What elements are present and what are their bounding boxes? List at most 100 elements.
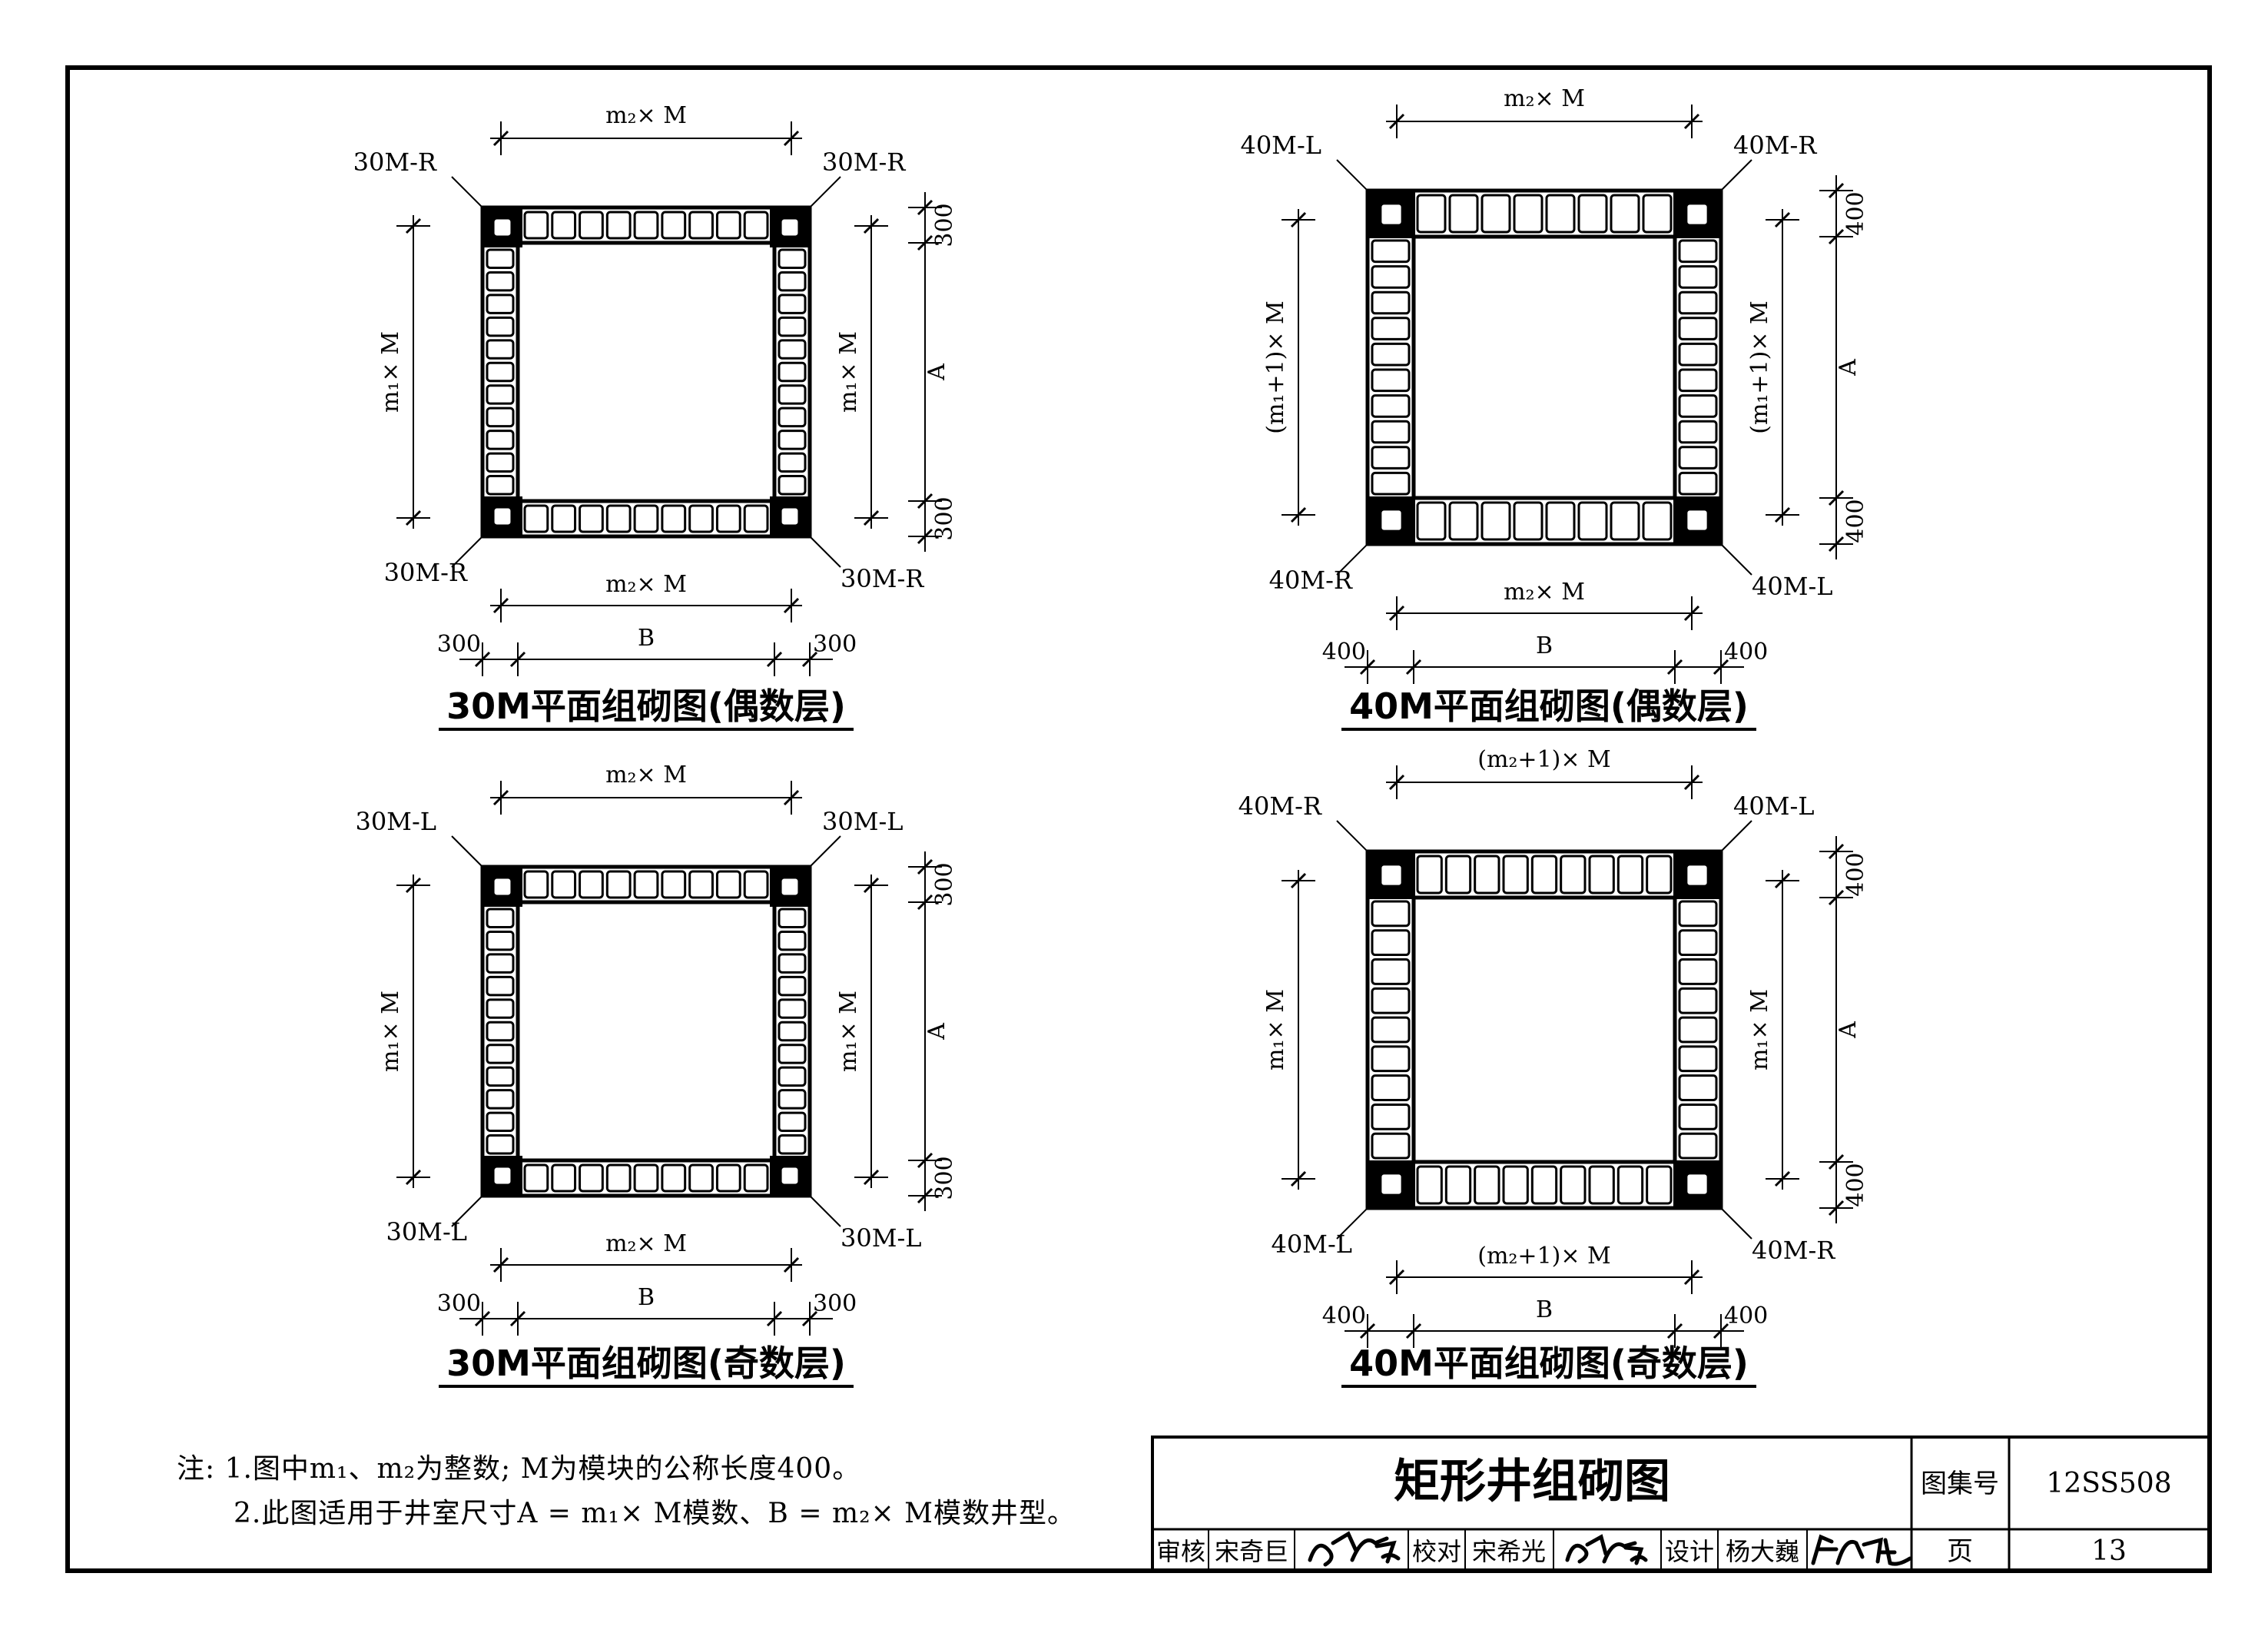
module-block — [1678, 239, 1718, 264]
module-block — [1678, 420, 1718, 444]
module-block — [579, 504, 604, 533]
corner-block-core — [1686, 864, 1709, 887]
module-block — [1416, 194, 1447, 234]
corner-block-core — [492, 877, 512, 897]
module-block — [743, 1163, 769, 1193]
module-block — [1610, 194, 1640, 234]
dim-label: B — [638, 625, 655, 652]
corner-label: 30M-R — [841, 564, 924, 593]
module-block — [1678, 929, 1718, 957]
module-block — [1678, 1132, 1718, 1160]
module-block — [1474, 1165, 1500, 1205]
module-block — [486, 475, 515, 496]
dim-label: 300 — [813, 1290, 857, 1317]
atlas-number: 12SS508 — [2046, 1468, 2171, 1499]
module-block — [523, 504, 549, 533]
module-block — [778, 975, 807, 997]
module-block — [1678, 958, 1718, 985]
chamber-outline — [516, 900, 777, 1163]
leader-line — [1336, 820, 1368, 852]
module-block — [486, 998, 515, 1019]
corner-label: 40M-L — [1271, 1230, 1352, 1259]
dim-label: 400 — [1842, 852, 1869, 896]
module-block — [633, 504, 659, 533]
dim-label: 400 — [1842, 499, 1869, 543]
leader-line — [1720, 820, 1752, 852]
drawing-title: 矩形井组砌图 — [1394, 1455, 1670, 1509]
module-block — [743, 211, 769, 240]
module-block — [743, 870, 769, 899]
module-block — [486, 248, 515, 269]
module-block — [715, 870, 741, 899]
module-block — [778, 1021, 807, 1042]
module-block — [1371, 471, 1411, 496]
designer-signature — [1811, 1534, 1912, 1566]
dim-label: 300 — [437, 631, 481, 658]
module-block — [1513, 194, 1544, 234]
leader-line — [1336, 159, 1368, 191]
corner-label: 40M-R — [1752, 1236, 1835, 1265]
leader-line — [809, 176, 841, 208]
dim-label: (m₂+1)× M — [1477, 1243, 1611, 1270]
reviewer-name: 宋奇巨 — [1215, 1537, 1288, 1566]
module-block — [1678, 317, 1718, 340]
module-block — [486, 316, 515, 337]
dim-label: 400 — [1842, 1163, 1869, 1206]
corner-block-core — [1686, 509, 1709, 532]
dim-label: A — [923, 1023, 950, 1041]
dim-label: (m₂+1)× M — [1477, 746, 1611, 773]
module-block — [1646, 855, 1673, 894]
module-block — [633, 870, 659, 899]
module-block — [778, 1111, 807, 1133]
module-block — [1480, 501, 1511, 541]
corner-label: 30M-L — [386, 1217, 467, 1246]
module-block — [486, 1111, 515, 1133]
module-block — [486, 407, 515, 428]
corner-label: 40M-L — [1733, 792, 1815, 821]
dim-label: 300 — [437, 1290, 481, 1317]
module-block — [1560, 855, 1587, 894]
module-block — [486, 430, 515, 450]
module-block — [1642, 194, 1673, 234]
leader-line — [451, 835, 483, 868]
module-block — [778, 1134, 807, 1155]
module-block — [1678, 1074, 1718, 1101]
module-block — [605, 1163, 632, 1193]
dim-label: A — [1835, 1021, 1862, 1039]
dim-label: 400 — [1724, 639, 1768, 665]
module-block — [1678, 446, 1718, 470]
page-label: 页 — [1947, 1536, 1973, 1567]
module-block — [1678, 394, 1718, 418]
corner-label: 30M-R — [822, 148, 906, 177]
chamber-outline — [1411, 234, 1677, 500]
checker-name: 宋希光 — [1472, 1537, 1546, 1566]
module-block — [1371, 290, 1411, 315]
corner-block-core — [492, 1166, 512, 1186]
figure-title: 30M平面组砌图(奇数层) — [446, 1343, 846, 1384]
module-block — [486, 953, 515, 974]
module-block — [486, 384, 515, 405]
module-block — [1371, 446, 1411, 470]
module-block — [1678, 342, 1718, 367]
module-block — [633, 1163, 659, 1193]
module-block — [1678, 987, 1718, 1014]
corner-block-core — [1686, 203, 1709, 226]
corner-label: 30M-R — [353, 148, 437, 177]
module-block — [661, 1163, 687, 1193]
dim-label: m₂× M — [605, 1230, 687, 1257]
module-block — [1371, 368, 1411, 393]
corner-label: 30M-L — [355, 807, 436, 836]
dim-label: B — [1536, 1296, 1553, 1323]
module-block — [1678, 900, 1718, 928]
corner-block-core — [492, 506, 512, 526]
dim-label: 300 — [813, 631, 857, 658]
module-block — [778, 384, 807, 405]
leader-line — [451, 536, 483, 568]
module-block — [1577, 194, 1608, 234]
dim-label: 400 — [1322, 639, 1366, 665]
module-block — [715, 504, 741, 533]
leader-line — [1336, 1207, 1368, 1240]
note-line-2: 2.此图适用于井室尺寸A = m₁× M模数、B = m₂× M模数井型。 — [234, 1498, 1076, 1529]
module-block — [1480, 194, 1511, 234]
module-block — [633, 211, 659, 240]
